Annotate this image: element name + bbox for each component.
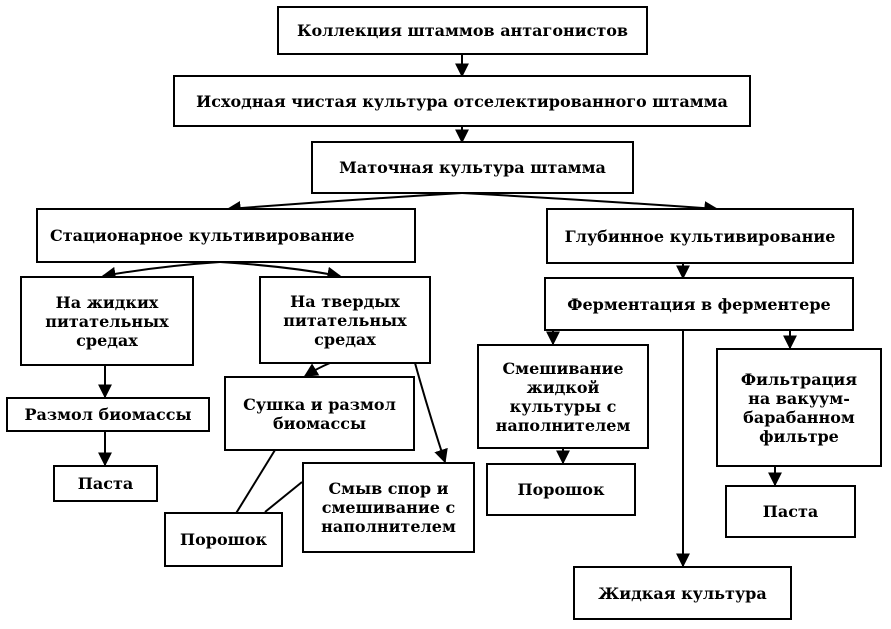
arrow-solid-sporewash [414,362,448,464]
node-solid-media-label: На твердых питательных средах [283,291,407,349]
node-fermentation: Ферментация в ферментере [544,277,854,331]
node-grinding-label: Размол биомассы [24,405,192,424]
node-filtration: Фильтрация на вакуум- барабанном фильтре [716,348,882,467]
line-drying-powder [234,449,276,516]
node-mother-culture-label: Маточная культура штамма [339,158,606,177]
node-mixing-liquid-label: Смешивание жидкой культуры с наполнителе… [495,358,631,435]
arrow-solid-drying [303,362,331,377]
node-fermentation-label: Ферментация в ферментере [567,294,831,314]
arrow-mother-stationary [226,192,463,216]
node-drying-label: Сушка и размол биомассы [243,394,396,433]
node-solid-media: На твердых питательных средах [259,276,431,364]
node-mixing-liquid: Смешивание жидкой культуры с наполнителе… [477,344,649,449]
node-powder-right: Порошок [486,463,636,516]
node-paste-left: Паста [53,465,158,502]
node-deep-label: Глубинное культивирование [564,226,836,246]
node-liquid-media-label: На жидких питательных средах [45,292,169,350]
arrow-stationary-liquid [101,261,221,281]
node-collection: Коллекция штаммов антагонистов [277,6,648,55]
node-mother-culture: Маточная культура штамма [311,141,634,194]
node-liquid-culture-label: Жидкая культура [598,583,767,603]
node-paste-right-label: Паста [762,502,819,521]
node-spore-wash-label: Смыв спор и смешивание с наполнителем [321,479,456,536]
node-deep: Глубинное культивирование [546,208,854,264]
node-grinding: Размол биомассы [6,397,210,432]
node-filtration-label: Фильтрация на вакуум- барабанном фильтре [740,369,858,446]
node-stationary-label: Стационарное культивирование [50,226,355,245]
node-powder-left-label: Порошок [179,530,268,549]
node-drying: Сушка и размол биомассы [224,376,415,451]
node-initial-culture-label: Исходная чистая культура отселектированн… [196,91,728,111]
node-powder-right-label: Порошок [517,480,605,499]
node-liquid-media: На жидких питательных средах [20,276,194,366]
node-powder-left: Порошок [164,512,283,567]
node-spore-wash: Смыв спор и смешивание с наполнителем [302,462,475,553]
node-collection-label: Коллекция штаммов антагонистов [296,21,629,40]
node-initial-culture: Исходная чистая культура отселектированн… [173,75,751,127]
node-liquid-culture: Жидкая культура [573,566,792,620]
line-sporewash-powder [264,481,303,513]
arrow-mother-deep [461,192,719,216]
node-paste-right: Паста [725,485,856,538]
arrow-stationary-solid [219,261,342,281]
node-stationary: Стационарное культивирование [36,208,416,263]
node-paste-left-label: Паста [77,474,134,493]
